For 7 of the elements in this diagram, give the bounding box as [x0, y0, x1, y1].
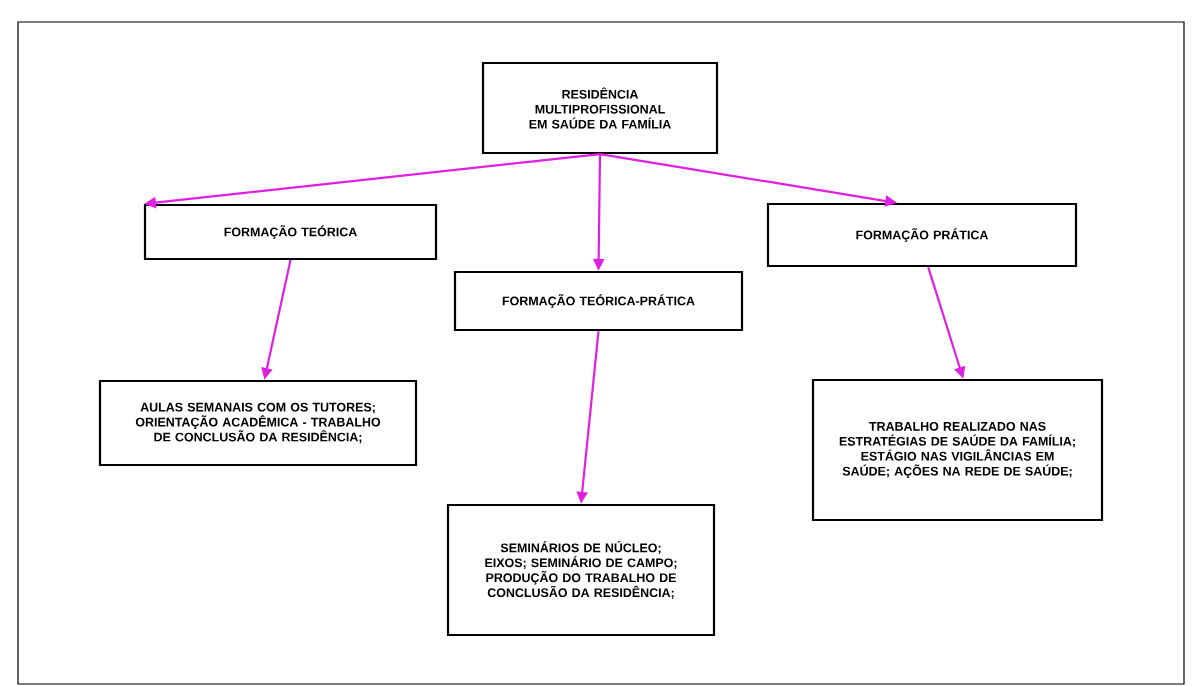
text-box: FORMAÇÃO TEÓRICA-PRÁTICA [453, 270, 744, 332]
text-box: RESIDÊNCIA MULTIPROFISSIONAL EM SAÚDE DA FAMÍLIA [481, 61, 719, 155]
text-box: TRABALHO REALIZADO NAS ESTRATÉGIAS DE SAÚDE DA FAMÍLIA; ESTÁGIO NAS VIGILÂNCIAS EM SAÚDE; AÇÕES NA REDE DE SAÚDE; [811, 378, 1104, 522]
text-box: AULAS SEMANAIS COM OS TUTORES; ORIENTAÇÃO ACADÊMICA - TRABALHO DE CONCLUSÃO DA RESIDÊNCIA; [98, 379, 418, 467]
text-box: FORMAÇÃO TEÓRICA [143, 203, 438, 261]
text-box: SEMINÁRIOS DE NÚCLEO; EIXOS; SEMINÁRIO DE CAMPO; PRODUÇÃO DO TRABALHO DE CONCLUSÃO DA RESIDÊNCIA; [446, 503, 716, 637]
text-box: FORMAÇÃO PRÁTICA [766, 202, 1078, 268]
